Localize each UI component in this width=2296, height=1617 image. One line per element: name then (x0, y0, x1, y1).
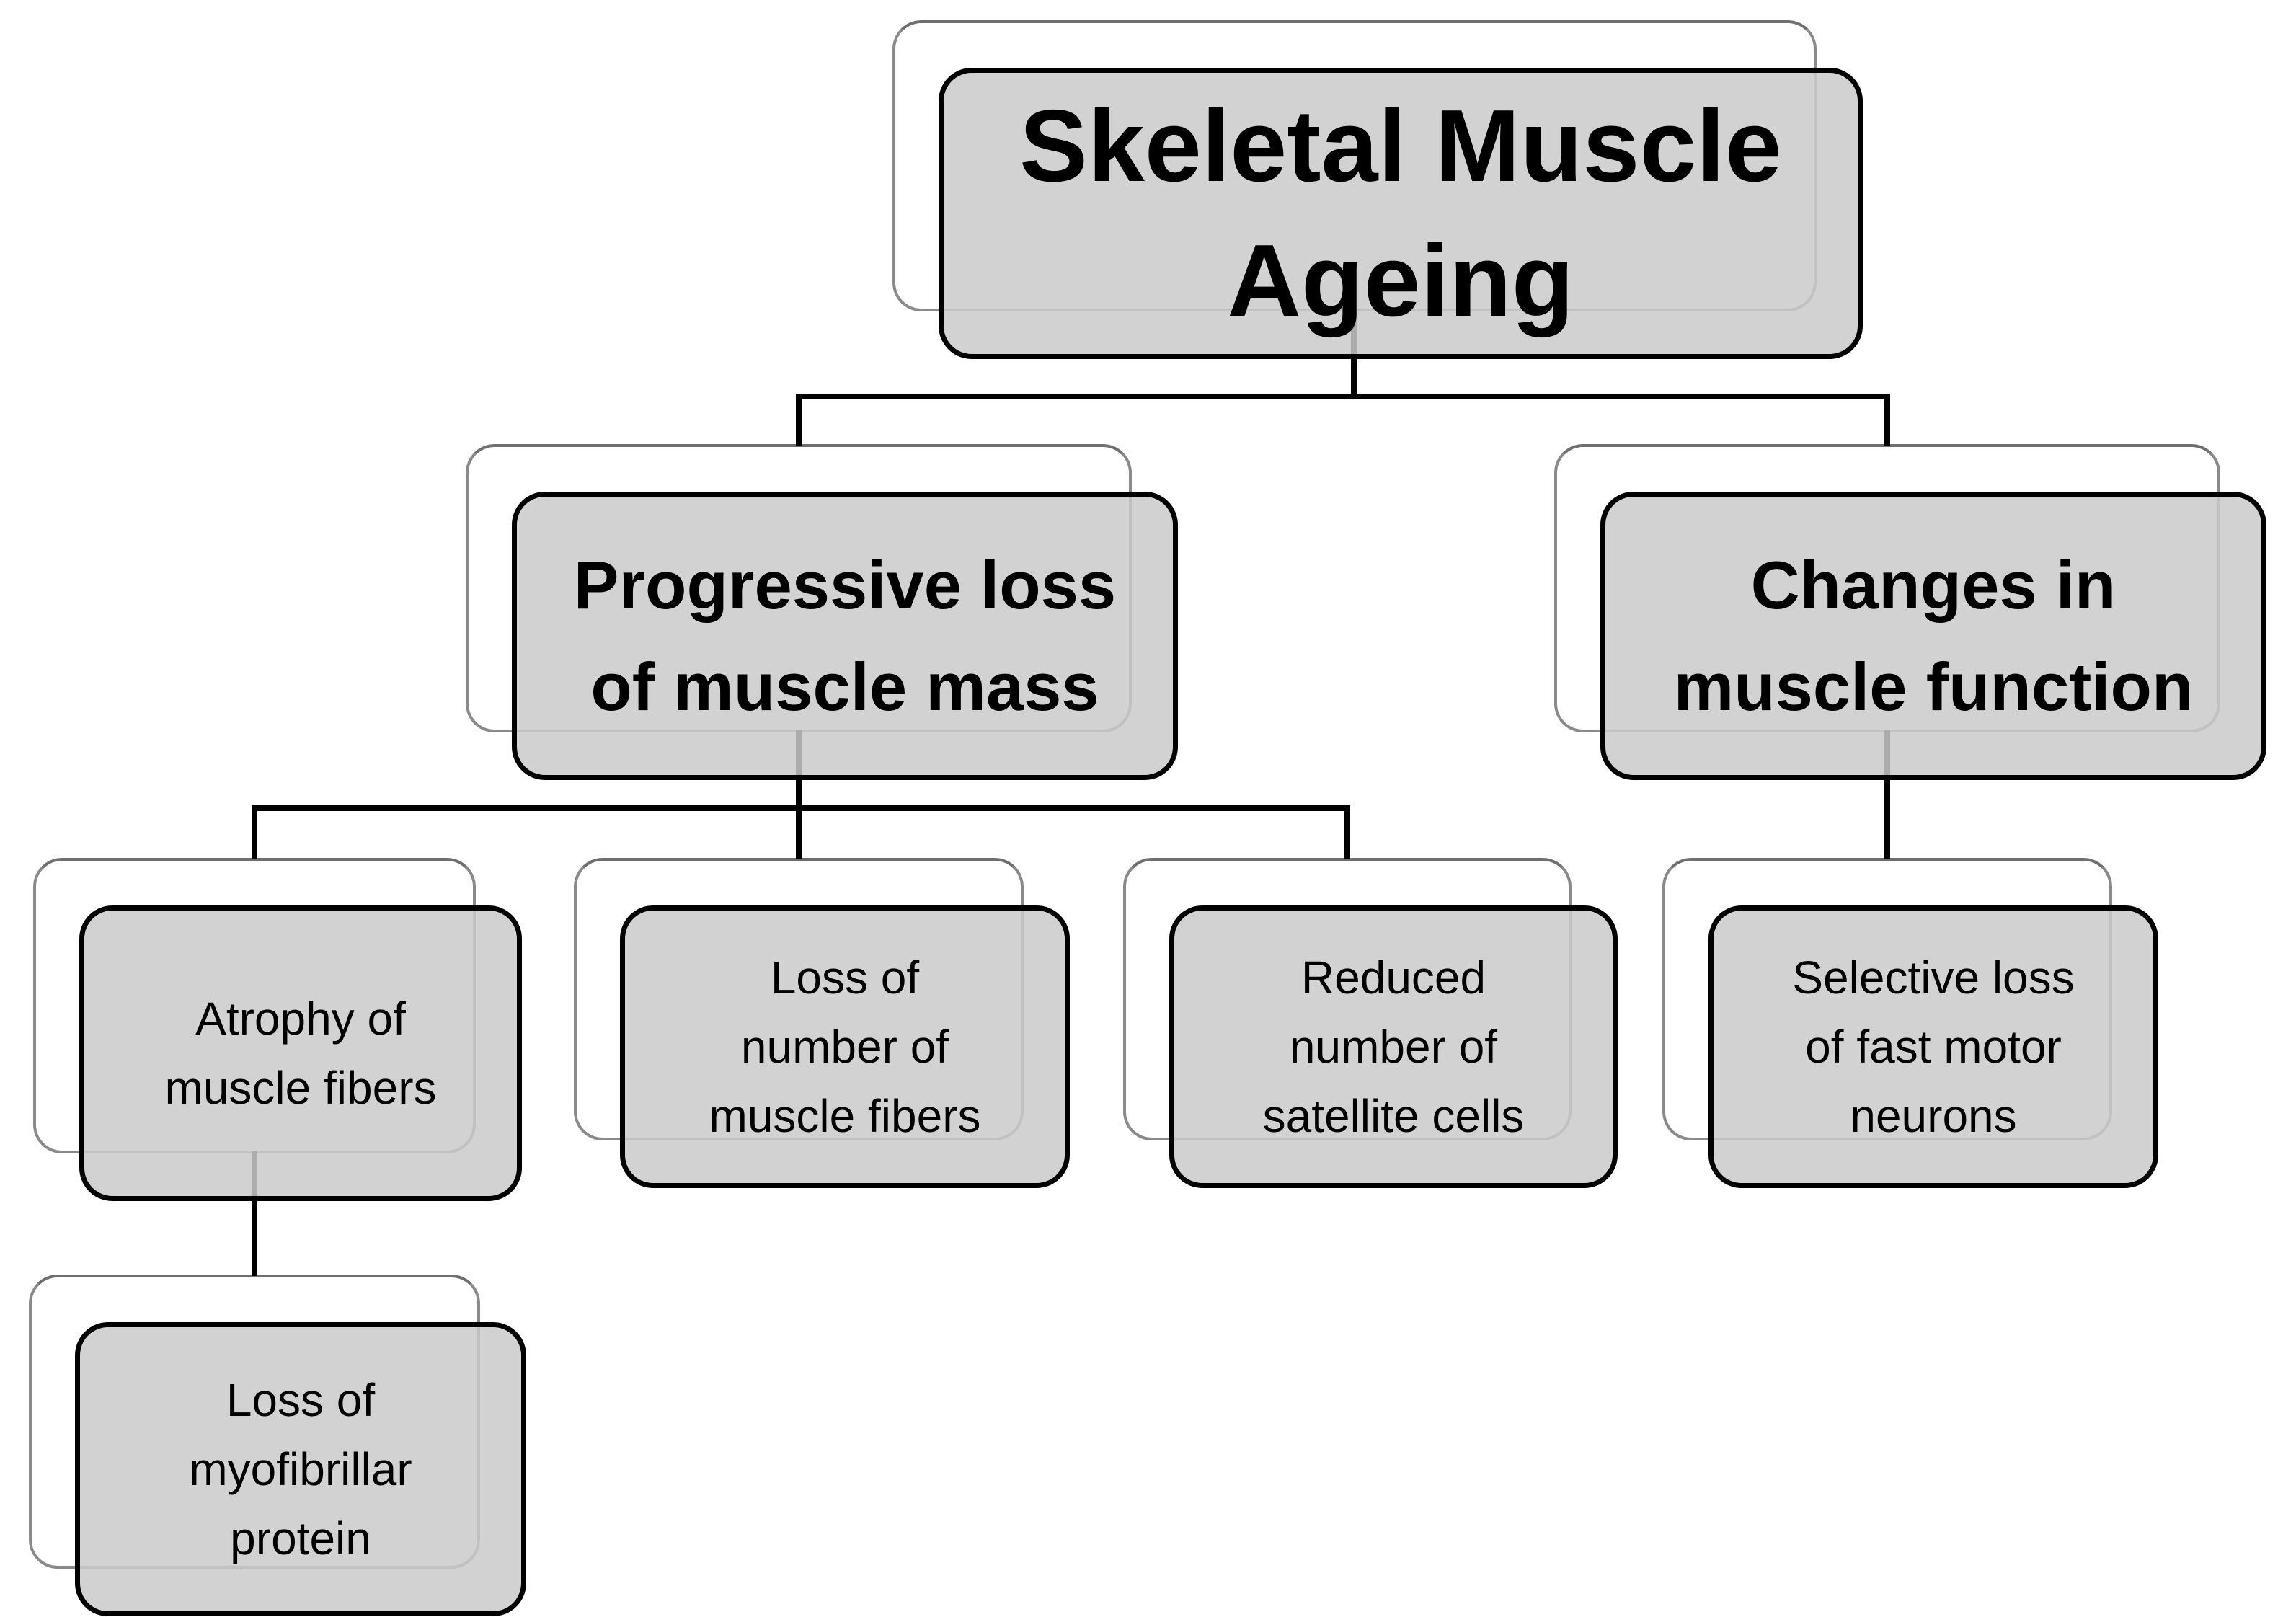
node-front-panel: Skeletal Muscle Ageing (939, 68, 1863, 359)
node-skeletal-muscle-ageing: Skeletal Muscle Ageing (892, 20, 1863, 359)
connector-function-to-motor-neurons (1884, 730, 1890, 859)
node-front-panel: Reduced number of satellite cells (1169, 905, 1618, 1188)
node-label: Progressive loss of muscle mass (573, 547, 1117, 725)
node-changes-in-muscle-function: Changes in muscle function (1554, 444, 2266, 780)
connector-mass-drop-atrophy (252, 811, 257, 859)
node-front-panel: Selective loss of fast motor neurons (1708, 905, 2158, 1188)
node-loss-of-number-of-muscle-fibers: Loss of number of muscle fibers (574, 858, 1070, 1188)
node-reduced-number-of-satellite-cells: Reduced number of satellite cells (1123, 858, 1618, 1188)
node-progressive-loss-of-muscle-mass: Progressive loss of muscle mass (466, 444, 1178, 780)
node-selective-loss-of-fast-motor-neurons: Selective loss of fast motor neurons (1662, 858, 2158, 1188)
node-label: Selective loss of fast motor neurons (1792, 952, 2075, 1142)
node-front-panel: Loss of number of muscle fibers (620, 905, 1070, 1188)
connector-root-drop-function (1884, 399, 1890, 446)
connector-atrophy-to-myofibrillar (252, 1151, 257, 1276)
connector-mass-bar (252, 805, 1350, 811)
node-front-panel: Progressive loss of muscle mass (512, 492, 1178, 780)
connector-mass-drop-satellite (1344, 811, 1350, 859)
node-label: Atrophy of muscle fibers (164, 993, 437, 1114)
node-label: Loss of myofibrillar protein (189, 1374, 412, 1564)
node-label: Reduced number of satellite cells (1262, 952, 1525, 1142)
node-loss-of-myofibrillar-protein: Loss of myofibrillar protein (29, 1275, 526, 1616)
node-label: Changes in muscle function (1673, 547, 2194, 725)
node-front-panel: Loss of myofibrillar protein (75, 1322, 526, 1616)
node-label: Skeletal Muscle Ageing (1019, 88, 1782, 338)
connector-mass-stem (796, 730, 802, 859)
node-atrophy-of-muscle-fibers: Atrophy of muscle fibers (33, 858, 522, 1201)
connector-root-bar (796, 394, 1890, 399)
node-front-panel: Atrophy of muscle fibers (79, 905, 522, 1201)
connector-root-drop-mass (796, 399, 802, 446)
node-front-panel: Changes in muscle function (1600, 492, 2266, 780)
node-label: Loss of number of muscle fibers (709, 952, 981, 1142)
